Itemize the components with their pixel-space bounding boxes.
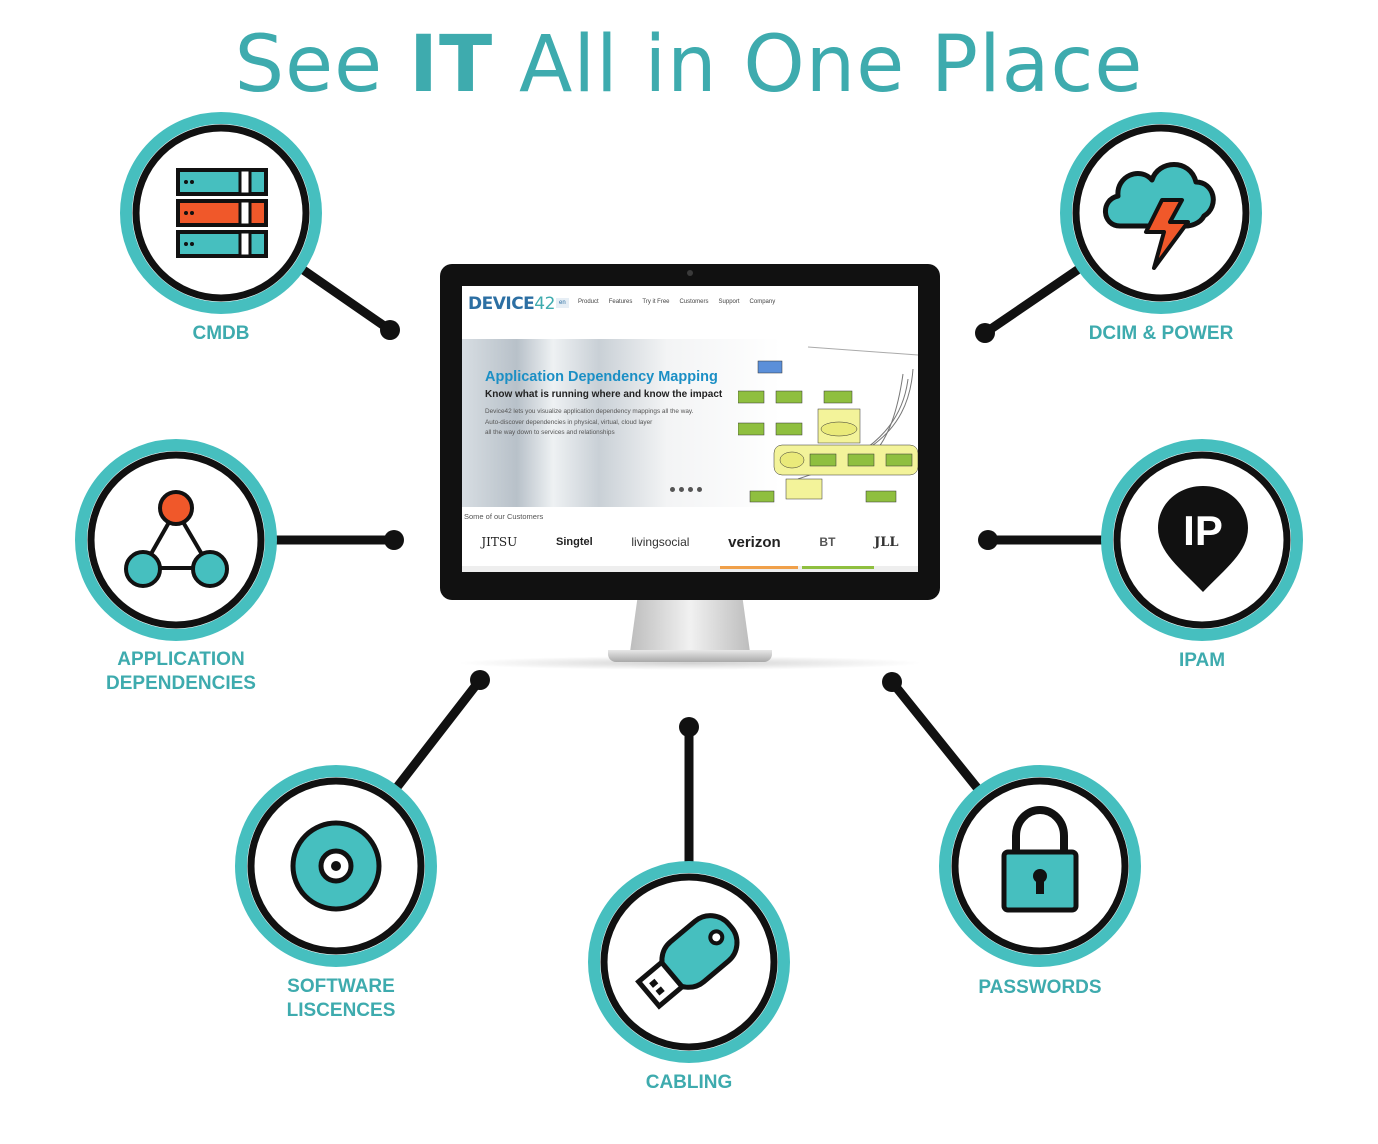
label-cabling: CABLING xyxy=(645,1072,733,1093)
nav-item-features[interactable]: Features xyxy=(608,299,633,305)
nav-item-product[interactable]: Product xyxy=(578,299,599,305)
label-dcim-power: DCIM & POWER xyxy=(1088,323,1234,344)
nav-item-try-free[interactable]: Try it Free xyxy=(642,299,670,305)
device42-logo: DEVICE42 xyxy=(468,294,555,314)
monitor-screen: DEVICE42 en Product Features Try it Free… xyxy=(462,286,918,572)
dependency-map-graphic xyxy=(738,346,918,503)
customer-logo-jll: JLL xyxy=(874,534,899,550)
customer-logo-bt: BT xyxy=(819,535,836,549)
node-ring-appdeps xyxy=(87,451,265,629)
customer-logo-fujitsu: JITSU xyxy=(481,535,518,549)
monitor-base xyxy=(608,650,772,662)
server-rack-icon xyxy=(176,168,268,258)
website-nav-items: Product Features Try it Free Customers S… xyxy=(578,299,775,305)
customer-logo-singtel: Singtel xyxy=(555,536,593,548)
label-passwords: PASSWORDS xyxy=(978,977,1102,998)
label-ipam: IPAM xyxy=(1178,650,1226,671)
network-triangle-icon xyxy=(124,490,229,588)
monitor-shadow xyxy=(455,656,925,670)
padlock-icon xyxy=(1001,805,1079,913)
connector-dot-appdeps xyxy=(384,530,404,550)
feature-circles xyxy=(75,112,1303,1063)
cloud-lightning-icon xyxy=(1103,162,1216,270)
language-selector[interactable]: en xyxy=(556,298,569,308)
connector-dot-passwords xyxy=(882,672,902,692)
website-bottom-bar xyxy=(462,566,918,572)
svg-text:IP: IP xyxy=(1183,507,1223,554)
nav-item-support[interactable]: Support xyxy=(718,299,740,305)
disc-icon xyxy=(290,820,382,912)
connector-dot-ipam xyxy=(978,530,998,550)
customer-logo-verizon: verizon xyxy=(728,533,781,551)
connectors xyxy=(171,208,1207,967)
label-cmdb: CMDB xyxy=(192,323,250,344)
customer-logo-livingsocial: livingsocial xyxy=(631,535,690,549)
camera-icon xyxy=(687,270,693,276)
monitor-stand xyxy=(630,600,750,652)
connector-dot-software xyxy=(470,670,490,690)
customers-label: Some of our Customers xyxy=(464,512,544,521)
ip-location-pin-icon: IP xyxy=(1158,486,1248,592)
customer-logos: JITSU Singtel livingsocial verizon BT JL… xyxy=(462,526,918,558)
page-title: See IT All in One Place xyxy=(234,20,1144,110)
hero-text: Device42 lets you visualize application … xyxy=(485,408,694,436)
carousel-dots[interactable] xyxy=(670,487,702,492)
nav-item-customers[interactable]: Customers xyxy=(679,299,709,305)
website-hero: Application Dependency Mapping Know what… xyxy=(462,339,918,507)
hero-subtitle: Know what is running where and know the … xyxy=(485,389,723,400)
connector-dot-cmdb xyxy=(380,320,400,340)
usb-drive-icon xyxy=(635,913,740,1010)
connector-dot-cabling xyxy=(679,717,699,737)
connector-dot-dcim xyxy=(975,323,995,343)
nav-item-company[interactable]: Company xyxy=(749,299,776,305)
monitor: DEVICE42 en Product Features Try it Free… xyxy=(440,264,940,600)
hero-title: Application Dependency Mapping xyxy=(485,369,718,385)
website-nav: DEVICE42 en Product Features Try it Free… xyxy=(462,286,918,336)
